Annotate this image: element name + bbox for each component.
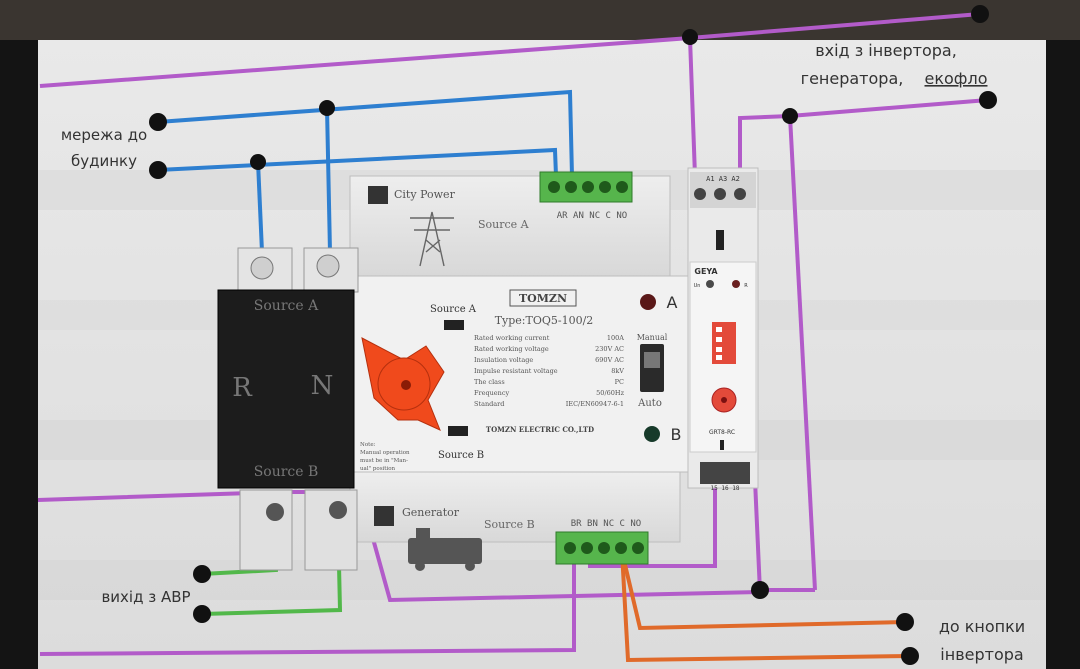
terminal-b-labels: BR BN NC C NO [571,519,641,529]
mode-manual-label: Manual [637,333,668,342]
spec-value: 230V AC [595,345,624,353]
note-line-2: must be in "Man- [360,458,408,464]
spec-value: 100A [607,334,624,342]
city-power-label: City Power [394,188,456,201]
label-mains-to-house-line-1: мережа до [61,126,147,144]
terminal-bottom-n [304,489,358,571]
label-to-inverter-button-line-1: до кнопки [939,617,1025,636]
wire-relay-15 [588,480,717,568]
face-source-a-label: Source A [430,304,477,315]
wire-inverter-input-2 [738,98,989,176]
type-label: Type:TOQ5-100/2 [495,314,594,327]
wire-inverter-a1 [688,37,697,177]
relay-model: GRT8-RC [709,429,735,436]
relay-dip-switch[interactable] [712,322,736,364]
spec-name: Rated working voltage [474,345,549,353]
wire-inverter-to-bottom [788,115,817,591]
terminal-a-labels: AR AN NC C NO [557,211,627,221]
label-ats-output: вихід з АВР [101,588,190,606]
spec-value: PC [615,378,624,386]
spec-value: 690V AC [595,356,624,364]
wire-mains-line [157,89,574,177]
ats-switch-panel [217,289,355,489]
ats-rotary-knob[interactable] [361,337,445,431]
spec-name: The class [474,378,505,386]
panel-source-a-label: Source A [254,298,319,314]
upper-source-a-label: Source A [478,218,530,231]
terminal-bottom-r [239,489,293,571]
spec-name: Insulation voltage [474,356,533,364]
wire-bottom-long [39,550,576,656]
relay-top-terminal-labels: A1 A3 A2 [706,175,740,183]
source-b-window [448,426,468,436]
relay-window-top [716,230,724,250]
relay-led-un-label: Un [694,283,701,289]
time-relay: A1 A3 A2 GEYA Un R GRT8-RC 15 16 18 [687,167,759,492]
spec-value: 50/60Hz [596,389,624,397]
junction-dots [149,5,997,665]
label-mains-to-house-line-2: будинку [71,152,137,170]
city-power-icon [368,186,388,204]
wire-mains-to-r [256,161,264,253]
ats-lower-body [349,471,681,543]
spec-list: Rated working current 100A Rated working v… [474,334,625,408]
wire-button-2 [620,551,911,663]
indicator-a-led [640,294,656,310]
label-inverter-input-line-1: вхід з інвертора, [815,41,957,60]
relay-brand: GEYA [694,267,718,276]
panel-source-b-label: Source B [254,464,319,480]
spec-name: Standard [474,400,504,408]
indicator-b-label: B [671,425,682,444]
note-title: Note: [360,442,376,448]
generator-icon [408,528,482,571]
note-line-3: ual" position [360,466,396,472]
relay-bottom-terminal-labels: 15 16 18 [711,485,740,492]
wire-mains-neutral [157,147,558,177]
note-line-1: Manual operation [360,450,410,456]
wire-mains-to-n [325,107,332,253]
indicator-a-label: A [667,293,678,312]
spec-name: Rated working current [474,334,550,342]
wire-button-1 [620,551,906,631]
label-inverter-input-ecoflow: екофло [925,69,988,88]
indicator-b-led [644,426,660,442]
generator-label: Generator [402,506,460,519]
brand-label: TOMZN [519,292,567,305]
label-to-inverter-button-line-2: інвертора [940,645,1023,664]
pole-r-label: R [232,373,253,403]
relay-led-r-label: R [744,283,748,289]
pole-n-label: N [311,371,334,401]
manufacturer-label: TOMZN ELECTRIC CO.,LTD [486,425,594,434]
spec-name: Frequency [474,389,509,397]
wire-relay-18 [753,479,762,593]
mode-switch-lever[interactable] [644,352,660,368]
power-tower-icon [410,211,454,267]
ats-device: Source A R N Source B AR AN NC C NO City… [217,171,689,571]
label-inverter-input-line-2: генератора, [801,69,904,88]
spec-value: 8kV [611,367,624,375]
spec-name: Impulse resistant voltage [474,367,558,375]
brand-box [509,289,577,307]
generator-icon-box [374,506,394,526]
mode-auto-label: Auto [637,398,662,409]
face-source-b-label: Source B [438,450,484,461]
spec-value: IEC/EN60947-6-1 [566,400,624,408]
relay-bottom-terminals [700,462,750,484]
source-a-window [444,320,464,330]
lower-source-b-label: Source B [484,518,535,531]
